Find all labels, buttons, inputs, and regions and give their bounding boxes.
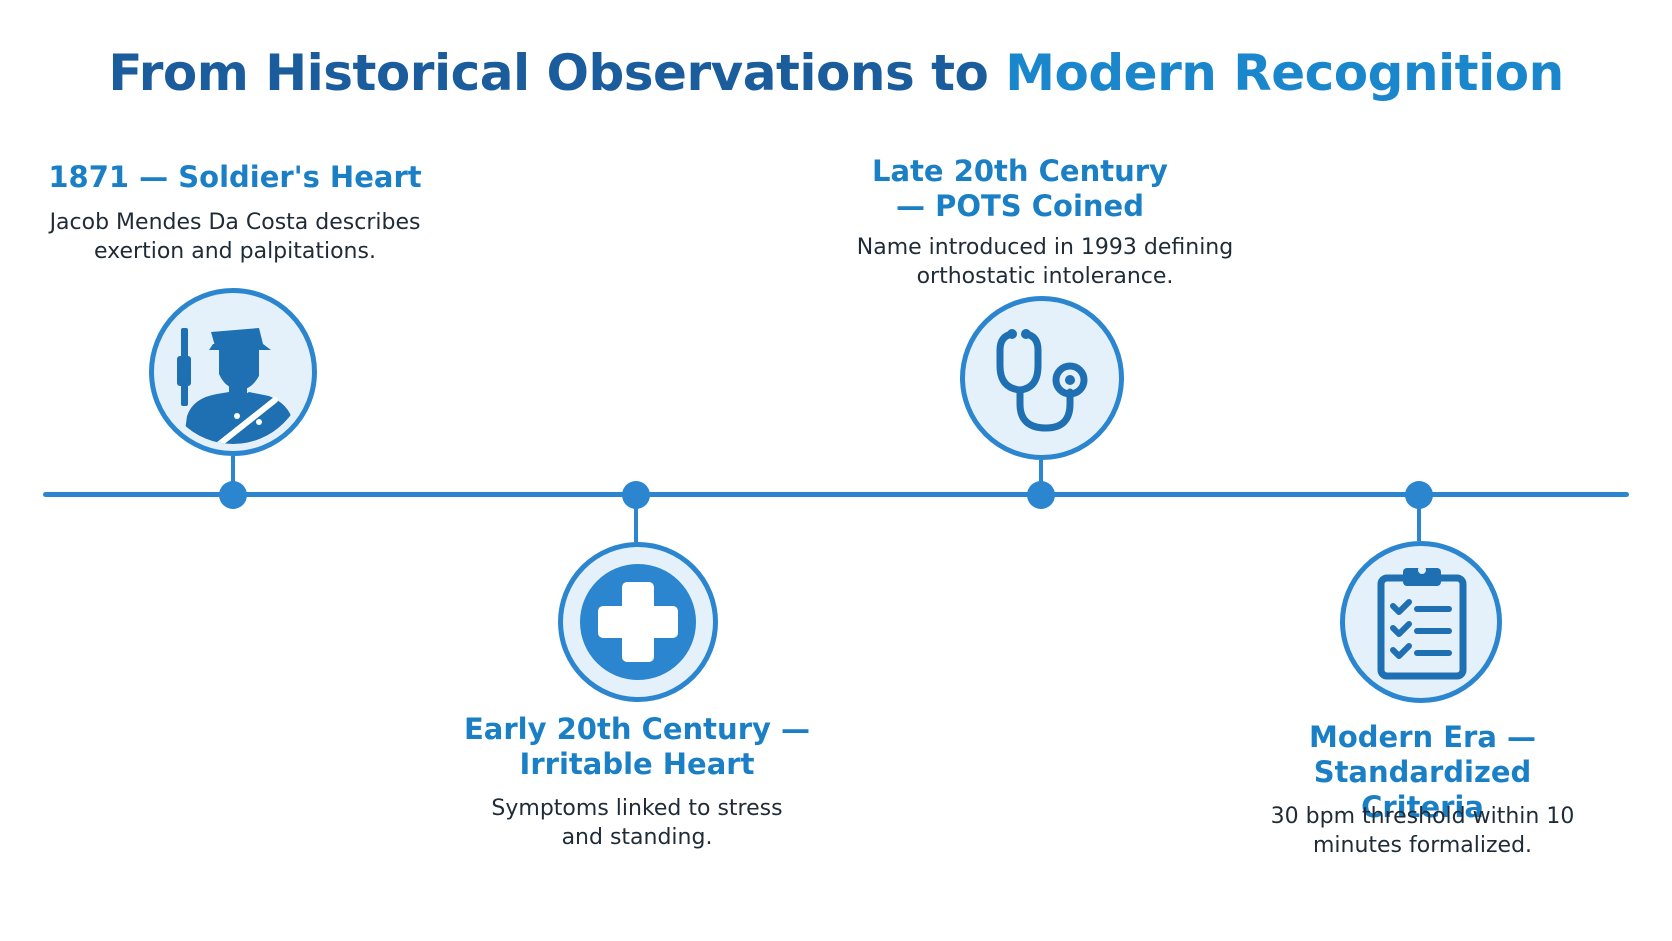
- title-part-historical: From Historical Observations to: [108, 44, 1006, 102]
- event-3-icon-circle: [960, 296, 1124, 460]
- timeline-axis: [43, 492, 1629, 497]
- title-part-modern: Modern Recognition: [1005, 44, 1564, 102]
- event-1-connector: [231, 456, 235, 490]
- event-4-marker: [1405, 481, 1433, 509]
- page-title: From Historical Observations to Modern R…: [0, 44, 1672, 102]
- event-3-connector: [1039, 460, 1043, 490]
- event-2-title: Early 20th Century — Irritable Heart: [464, 712, 810, 781]
- soldier-icon: [177, 328, 295, 444]
- event-1-title: 1871 — Soldier's Heart: [48, 160, 422, 194]
- event-2-connector: [634, 505, 638, 542]
- event-2-marker: [622, 481, 650, 509]
- event-3-title: Late 20th Century — POTS Coined: [872, 154, 1168, 223]
- medical-cross-icon: [580, 564, 696, 680]
- event-1-icon-circle: [149, 288, 317, 456]
- event-2-description: Symptoms linked to stress and standing.: [491, 796, 783, 850]
- event-1-marker: [219, 481, 247, 509]
- event-1-description: Jacob Mendes Da Costa describes exertion…: [49, 210, 421, 264]
- event-2-icon-circle: [558, 542, 718, 702]
- clipboard-checklist-icon: [1377, 566, 1467, 680]
- event-4-description: 30 bpm threshold within 10 minutes forma…: [1270, 804, 1575, 858]
- event-4-title: Modern Era — Standardized Criteria: [1308, 720, 1537, 824]
- event-3-marker: [1027, 481, 1055, 509]
- event-4-connector: [1417, 505, 1421, 541]
- event-4-icon-circle: [1340, 541, 1502, 703]
- event-3-description: Name introduced in 1993 defining orthost…: [856, 235, 1234, 289]
- stethoscope-icon: [996, 329, 1088, 432]
